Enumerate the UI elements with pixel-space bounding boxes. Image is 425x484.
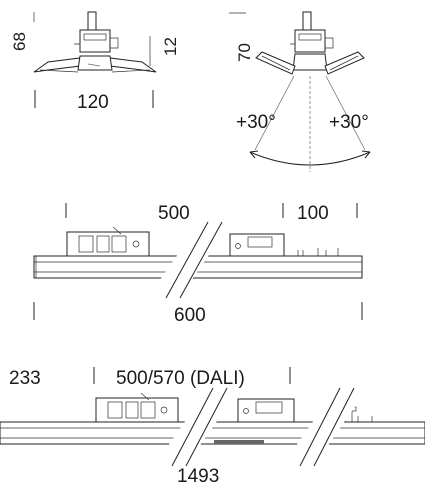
break-mark-1 xyxy=(166,387,228,467)
label-end-233: 233 xyxy=(9,368,41,389)
cross-section-tilted: 70 +30° +30° xyxy=(229,11,371,172)
label-height-68: 68 xyxy=(10,32,29,51)
tilted-reflector-wings xyxy=(255,51,365,75)
angle-arc xyxy=(249,151,371,166)
label-length-1493: 1493 xyxy=(177,466,219,484)
label-driver-500: 500 xyxy=(158,203,190,224)
side-view-600: 500 100 xyxy=(33,203,363,326)
side-view-1493: 233 500/570 (DALI) xyxy=(0,367,425,484)
label-length-600: 600 xyxy=(174,305,206,326)
label-tilt-left: +30° xyxy=(236,112,276,133)
label-height-70: 70 xyxy=(235,43,254,62)
mounting-bracket-tilted xyxy=(290,11,334,71)
mounting-bracket xyxy=(74,11,119,53)
label-base-12: 12 xyxy=(161,37,180,56)
break-mark xyxy=(158,221,223,299)
label-width-120: 120 xyxy=(77,92,109,113)
cross-section-flat: 68 12 120 xyxy=(10,11,180,113)
driver-box-right xyxy=(229,233,339,257)
break-mark-2 xyxy=(294,387,356,467)
driver-box-left xyxy=(66,226,150,257)
label-tilt-right: +30° xyxy=(329,112,369,133)
label-driver-500-570: 500/570 (DALI) xyxy=(116,368,245,389)
driver-box-left-1493 xyxy=(95,392,179,423)
label-end-100: 100 xyxy=(297,203,329,224)
reflector-wings xyxy=(33,55,157,73)
